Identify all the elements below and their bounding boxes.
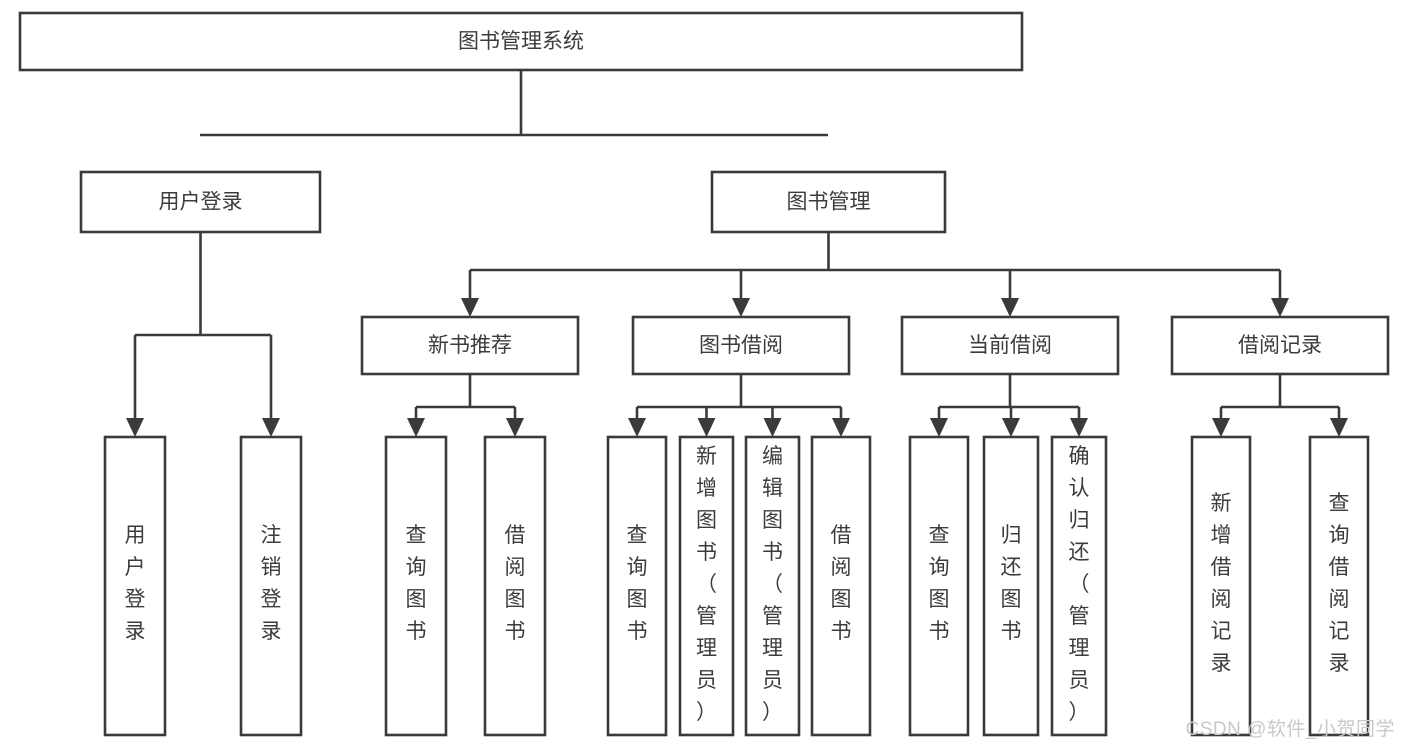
arrow-head <box>1002 418 1020 437</box>
node-leaf-query-book-1[interactable]: 查询图书 <box>384 435 448 737</box>
node-label: 借阅图书 <box>505 524 526 643</box>
node-label: 查询图书 <box>627 524 648 643</box>
node-user-login[interactable]: 用户登录 <box>79 170 322 234</box>
node-label: 确认归还（管理员） <box>1069 445 1090 724</box>
node-label: 查询图书 <box>406 524 427 643</box>
node-box <box>810 435 872 737</box>
node-label: 用户登录 <box>125 524 146 643</box>
arrow-head <box>1271 298 1289 317</box>
arrow-head <box>732 298 750 317</box>
node-leaf-query-record[interactable]: 查询借阅记录 <box>1308 435 1370 737</box>
connector-layer <box>126 70 1348 437</box>
node-box <box>744 435 801 737</box>
node-leaf-confirm-return[interactable]: 确认归还（管理员） <box>1050 435 1108 737</box>
node-box <box>483 435 547 737</box>
node-label: 查询图书 <box>929 524 950 643</box>
node-box <box>1050 435 1108 737</box>
node-box <box>631 315 851 376</box>
node-label: 归还图书 <box>1001 524 1022 643</box>
node-box <box>79 170 322 234</box>
node-leaf-query-book-2[interactable]: 查询图书 <box>606 435 668 737</box>
arrow-head <box>1001 298 1019 317</box>
csdn-watermark: CSDN @软件_小贺同学 <box>1185 719 1395 740</box>
arrow-head <box>832 418 850 437</box>
node-box <box>1170 315 1390 376</box>
node-new-book-rec[interactable]: 新书推荐 <box>360 315 580 376</box>
node-box <box>1190 435 1252 737</box>
node-box <box>1308 435 1370 737</box>
node-label: 查询借阅记录 <box>1329 492 1350 675</box>
arrow-head <box>461 298 479 317</box>
arrow-head <box>1070 418 1088 437</box>
arrow-head <box>262 418 280 437</box>
node-leaf-query-book-3[interactable]: 查询图书 <box>908 435 970 737</box>
node-label: 图书管理系统 <box>458 30 584 53</box>
node-borrow-record[interactable]: 借阅记录 <box>1170 315 1390 376</box>
node-root[interactable]: 图书管理系统 <box>18 11 1024 72</box>
node-leaf-add-book[interactable]: 新增图书（管理员） <box>678 435 735 737</box>
arrow-head <box>1330 418 1348 437</box>
node-leaf-borrow-book-2[interactable]: 借阅图书 <box>810 435 872 737</box>
arrow-head <box>763 418 782 437</box>
node-box <box>900 315 1120 376</box>
node-leaf-add-record[interactable]: 新增借阅记录 <box>1190 435 1252 737</box>
arrow-head <box>506 418 524 437</box>
node-label: 借阅图书 <box>831 524 852 643</box>
node-label: 新书推荐 <box>428 334 512 357</box>
node-box <box>18 11 1024 72</box>
node-box <box>710 170 947 234</box>
node-label: 图书管理 <box>787 191 871 214</box>
node-leaf-return-book[interactable]: 归还图书 <box>982 435 1040 737</box>
node-label: 当前借阅 <box>968 334 1052 357</box>
node-box <box>239 435 303 737</box>
node-box <box>982 435 1040 737</box>
node-leaf-user-login[interactable]: 用户登录 <box>103 435 167 737</box>
node-label: 借阅记录 <box>1238 334 1322 357</box>
node-box <box>908 435 970 737</box>
node-label: 编辑图书（管理员） <box>762 445 783 724</box>
arrow-head <box>930 418 948 437</box>
arrow-head <box>407 418 425 437</box>
arrow-head <box>1212 418 1230 437</box>
arrow-head <box>126 418 144 437</box>
node-label: 注销登录 <box>261 524 282 643</box>
node-label: 新增借阅记录 <box>1211 492 1232 675</box>
arrow-head <box>628 418 646 437</box>
node-label: 用户登录 <box>159 191 243 214</box>
node-book-borrow[interactable]: 图书借阅 <box>631 315 851 376</box>
node-label: 新增图书（管理员） <box>696 445 717 724</box>
arrow-head <box>697 418 716 437</box>
node-leaf-edit-book[interactable]: 编辑图书（管理员） <box>744 435 801 737</box>
node-leaf-borrow-book-1[interactable]: 借阅图书 <box>483 435 547 737</box>
node-leaf-user-logout[interactable]: 注销登录 <box>239 435 303 737</box>
node-box <box>384 435 448 737</box>
node-box <box>103 435 167 737</box>
node-label: 图书借阅 <box>699 334 783 357</box>
node-box <box>360 315 580 376</box>
node-box <box>678 435 735 737</box>
node-box <box>606 435 668 737</box>
node-layer: 图书管理系统用户登录图书管理新书推荐图书借阅当前借阅借阅记录用户登录注销登录查询… <box>18 11 1390 737</box>
node-current-borrow[interactable]: 当前借阅 <box>900 315 1120 376</box>
node-book-manage[interactable]: 图书管理 <box>710 170 947 234</box>
